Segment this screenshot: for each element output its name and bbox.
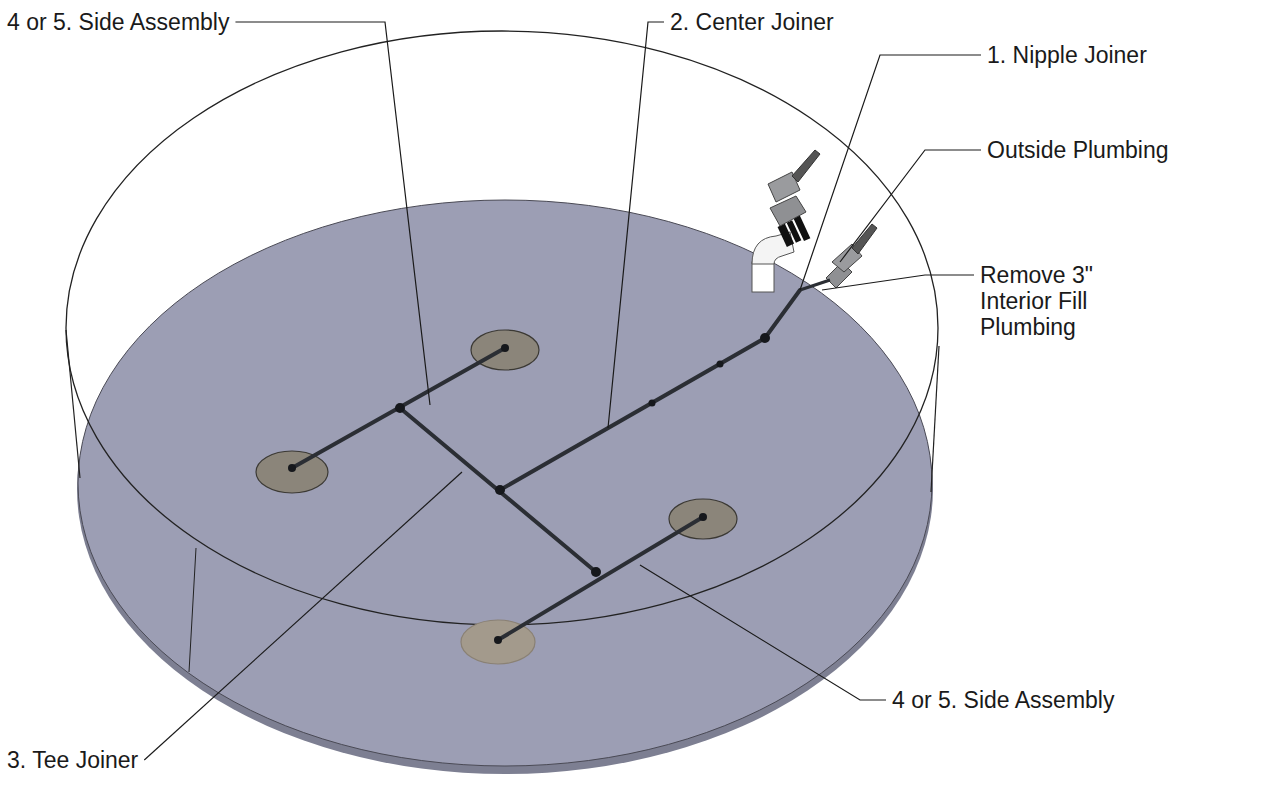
leader-line [608, 22, 664, 428]
callout-label: 1. Nipple Joiner [985, 42, 1149, 68]
tank-seam [189, 548, 196, 672]
diffuser-discs [256, 330, 737, 664]
callout-label: 4 or 5. Side Assembly [890, 687, 1116, 713]
outside-plumbing [752, 150, 877, 292]
pipe-fittings [288, 333, 770, 644]
callout-label: 3. Tee Joiner [5, 747, 140, 773]
leader-line [235, 22, 430, 405]
leader-line [840, 150, 981, 262]
leader-line [800, 55, 981, 290]
leader-line [144, 472, 462, 760]
leader-line [822, 275, 974, 290]
callout-label: 4 or 5. Side Assembly [5, 9, 231, 35]
tank-floor [78, 200, 932, 766]
pipes [292, 290, 800, 640]
callout-label: Remove 3" Interior Fill Plumbing [978, 262, 1157, 340]
tank-wall [66, 330, 80, 478]
tank-wall [931, 346, 939, 492]
callout-label: Outside Plumbing [985, 137, 1171, 163]
tank-rim [66, 31, 938, 625]
leader-line [640, 565, 886, 700]
callout-label: 2. Center Joiner [668, 9, 836, 35]
